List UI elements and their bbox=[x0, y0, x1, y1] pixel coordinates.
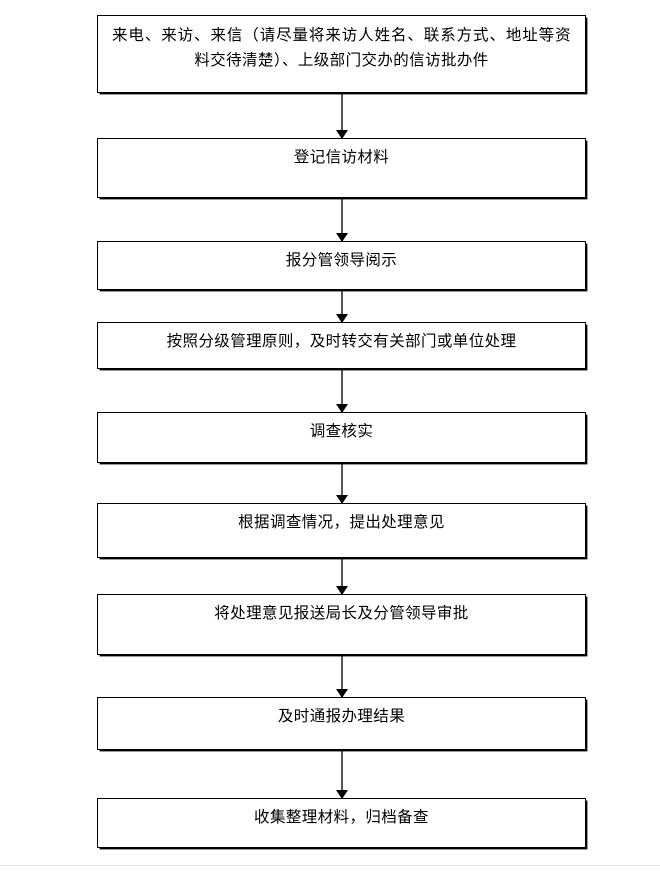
flow-node-report-result: 及时通报办理结果 bbox=[97, 697, 586, 750]
arrow-head-icon bbox=[335, 404, 348, 413]
flow-node-label: 按照分级管理原则，及时转交有关部门或单位处理 bbox=[166, 332, 517, 350]
flow-arrow-7 bbox=[335, 655, 349, 698]
flow-node-label: 登记信访材料 bbox=[293, 148, 390, 166]
arrow-shaft bbox=[341, 198, 344, 241]
flow-node-label: 来电、来访、来信（请尽量将来访人姓名、联系方式、地址等资料交待清楚）、上级部门交… bbox=[112, 26, 571, 70]
flow-node-label: 根据调查情况，提出处理意见 bbox=[238, 513, 445, 531]
flow-node-register-materials: 登记信访材料 bbox=[97, 138, 586, 198]
flow-node-report-to-leader: 报分管领导阅示 bbox=[97, 241, 586, 290]
arrow-shaft bbox=[341, 750, 344, 798]
arrow-shaft bbox=[341, 369, 344, 412]
flow-node-intake: 来电、来访、来信（请尽量将来访人姓名、联系方式、地址等资料交待清楚）、上级部门交… bbox=[97, 15, 586, 93]
flow-node-label: 调查核实 bbox=[309, 422, 374, 440]
arrow-head-icon bbox=[335, 314, 348, 323]
arrow-head-icon bbox=[335, 689, 348, 698]
flow-node-propose-opinion: 根据调查情况，提出处理意见 bbox=[97, 503, 586, 558]
flow-arrow-8 bbox=[335, 750, 349, 799]
flow-arrow-2 bbox=[335, 198, 349, 242]
flow-node-investigate-verify: 调查核实 bbox=[97, 412, 586, 463]
flow-arrow-4 bbox=[335, 369, 349, 413]
flow-arrow-3 bbox=[335, 290, 349, 323]
arrow-head-icon bbox=[335, 790, 348, 799]
arrow-shaft bbox=[341, 93, 344, 138]
page-bottom-rule bbox=[0, 865, 660, 866]
arrow-head-icon bbox=[335, 586, 348, 595]
arrow-shaft bbox=[341, 558, 344, 594]
arrow-shaft bbox=[341, 463, 344, 503]
arrow-shaft bbox=[341, 655, 344, 697]
flow-node-label: 收集整理材料，归档备查 bbox=[254, 808, 429, 826]
flow-arrow-1 bbox=[335, 93, 349, 139]
arrow-head-icon bbox=[335, 495, 348, 504]
flow-node-transfer-by-level: 按照分级管理原则，及时转交有关部门或单位处理 bbox=[97, 322, 586, 369]
flow-node-archive-materials: 收集整理材料，归档备查 bbox=[97, 798, 586, 848]
flow-node-label: 报分管领导阅示 bbox=[285, 251, 398, 269]
flow-node-submit-for-approval: 将处理意见报送局长及分管领导审批 bbox=[97, 594, 586, 655]
arrow-head-icon bbox=[335, 233, 348, 242]
arrow-shaft bbox=[341, 290, 344, 322]
flow-arrow-6 bbox=[335, 558, 349, 595]
flow-node-label: 将处理意见报送局长及分管领导审批 bbox=[214, 604, 469, 622]
flow-node-label: 及时通报办理结果 bbox=[277, 707, 406, 725]
arrow-head-icon bbox=[335, 130, 348, 139]
flow-arrow-5 bbox=[335, 463, 349, 504]
